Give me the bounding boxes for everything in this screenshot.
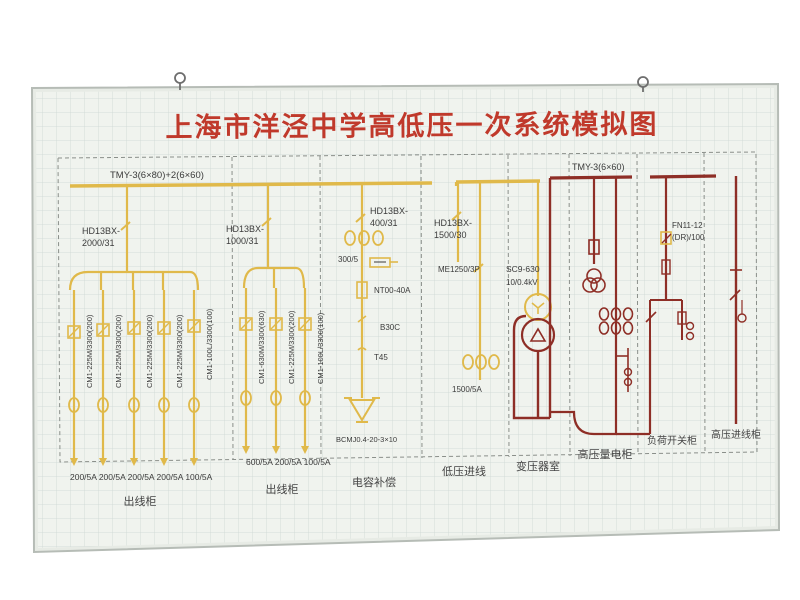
- hook-right-icon: [637, 76, 649, 92]
- section-label: 电容补偿: [352, 475, 396, 489]
- outlet-cabinet-1-branches: [67, 290, 201, 466]
- outlet1-ratings: 200/5A 200/5A 200/5A 200/5A 100/5A: [70, 472, 213, 482]
- section-label: 负荷开关柜: [647, 434, 697, 447]
- lv-incoming-ct-ratio: 1500/5A: [452, 385, 482, 394]
- outlet1-breaker-label: CM1-225M/3300(200): [145, 314, 154, 388]
- outlet1-breaker-labels: CM1-225M/3300(200) CM1-225M/3300(200) CM…: [85, 308, 214, 388]
- lv-busbar-label: TMY-3(6×80)+2(6×60): [110, 170, 204, 181]
- section-label: 出线柜: [124, 494, 157, 508]
- lv-incoming-switch-line1: HD13BX-: [434, 218, 472, 228]
- load-switch-fuse-icon: [660, 231, 672, 245]
- section-label: 低压进线: [442, 464, 486, 478]
- outlet1-switch-line1: HD13BX-: [82, 226, 120, 236]
- transformer-model: SC9-630: [506, 264, 540, 274]
- section-label: 出线柜: [266, 482, 299, 496]
- outlet2-breaker-label: CM1-225M/3300(200): [287, 310, 296, 384]
- outlet2-breaker-label: CM1-630M/3300(630): [257, 310, 266, 384]
- fuse-icon: [356, 281, 368, 299]
- capacitor-switch-line1: HD13BX-: [370, 206, 408, 216]
- capacitor-compensation: HD13BX- 400/31 300/5 NT00-40A B30C T45 B…: [336, 184, 411, 444]
- cabinet-outline: [57, 151, 758, 463]
- outlet-cabinet-2: HD13BX- 1000/31: [226, 185, 306, 289]
- lv-busbar: [69, 181, 433, 188]
- section-label: 高压进线柜: [711, 428, 761, 441]
- hook-left-icon: [174, 72, 186, 90]
- hv-busbar-label: TMY-3(6×60): [572, 162, 624, 172]
- capacitor-switch-line2: 400/31: [370, 218, 398, 228]
- lv-incoming: HD13BX- 1500/30 ME1250/3P 1500/5A: [434, 181, 540, 394]
- capacitor-bank-label: BCMJ0.4-20-3×10: [336, 435, 397, 444]
- transformer-room: SC9-630 10/0.4kV: [506, 175, 633, 420]
- outlet2-switch-line2: 1000/31: [226, 236, 259, 246]
- hv-incoming-cabinet: [729, 176, 747, 424]
- section-label: 变压器室: [516, 459, 560, 473]
- load-switch-model-line2: (DR)/100: [672, 233, 705, 242]
- hv-metering-cabinet: TMY-3(6×60): [550, 162, 634, 436]
- transformer-voltage: 10/0.4kV: [506, 278, 538, 287]
- outlet2-breaker-labels: CM1-630M/3300(630) CM1-225M/3300(200) CM…: [257, 310, 325, 384]
- outlet2-switch-line1: HD13BX-: [226, 224, 264, 234]
- section-label: 高压量电柜: [578, 447, 633, 461]
- voltage-transformer-icon: [582, 268, 606, 293]
- section-labels: 出线柜 出线柜 电容补偿 低压进线 变压器室 高压量电柜 负荷开关柜 高压进线柜: [124, 428, 762, 508]
- outlet-cabinet-2-branches: [239, 288, 312, 454]
- outlet2-breaker-label: CM1-100L/3300(100): [316, 312, 325, 384]
- board-title: 上海市洋泾中学高低压一次系统模拟图: [165, 108, 658, 143]
- load-switch-model-line1: FN11-12: [672, 221, 703, 230]
- outlet1-breaker-label: CM1-225M/3300(200): [175, 314, 184, 388]
- capacitor-ct-ratio: 300/5: [338, 255, 359, 264]
- fuse-icon: [588, 239, 600, 255]
- outlet2-ratings: 600/5A 200/5A 100/5A: [246, 457, 331, 467]
- capacitor-fuse-label: NT00-40A: [374, 286, 411, 295]
- load-switch-cabinet: FN11-12 (DR)/100: [616, 174, 717, 436]
- lv-incoming-breaker-label: ME1250/3P: [438, 265, 480, 274]
- outlet-cabinet-1: HD13BX- 2000/31: [68, 186, 200, 291]
- capacitor-contactor-label: B30C: [380, 323, 400, 332]
- lv-incoming-switch-line2: 1500/30: [434, 230, 467, 240]
- lv-incoming-busbar: [455, 179, 541, 184]
- cabinet-dividers: [231, 152, 706, 461]
- hv-busbar: [549, 175, 633, 180]
- outlet1-breaker-label: CM1-225M/3300(200): [85, 314, 94, 388]
- outlet1-breaker-label: CM1-225M/3300(200): [114, 314, 123, 388]
- outlet1-breaker-label: CM1-100L/3300(100): [205, 308, 214, 380]
- capacitor-bank-icon: [344, 397, 380, 423]
- outlet1-switch-line2: 2000/31: [82, 238, 115, 248]
- capacitor-relay-label: T45: [374, 353, 388, 362]
